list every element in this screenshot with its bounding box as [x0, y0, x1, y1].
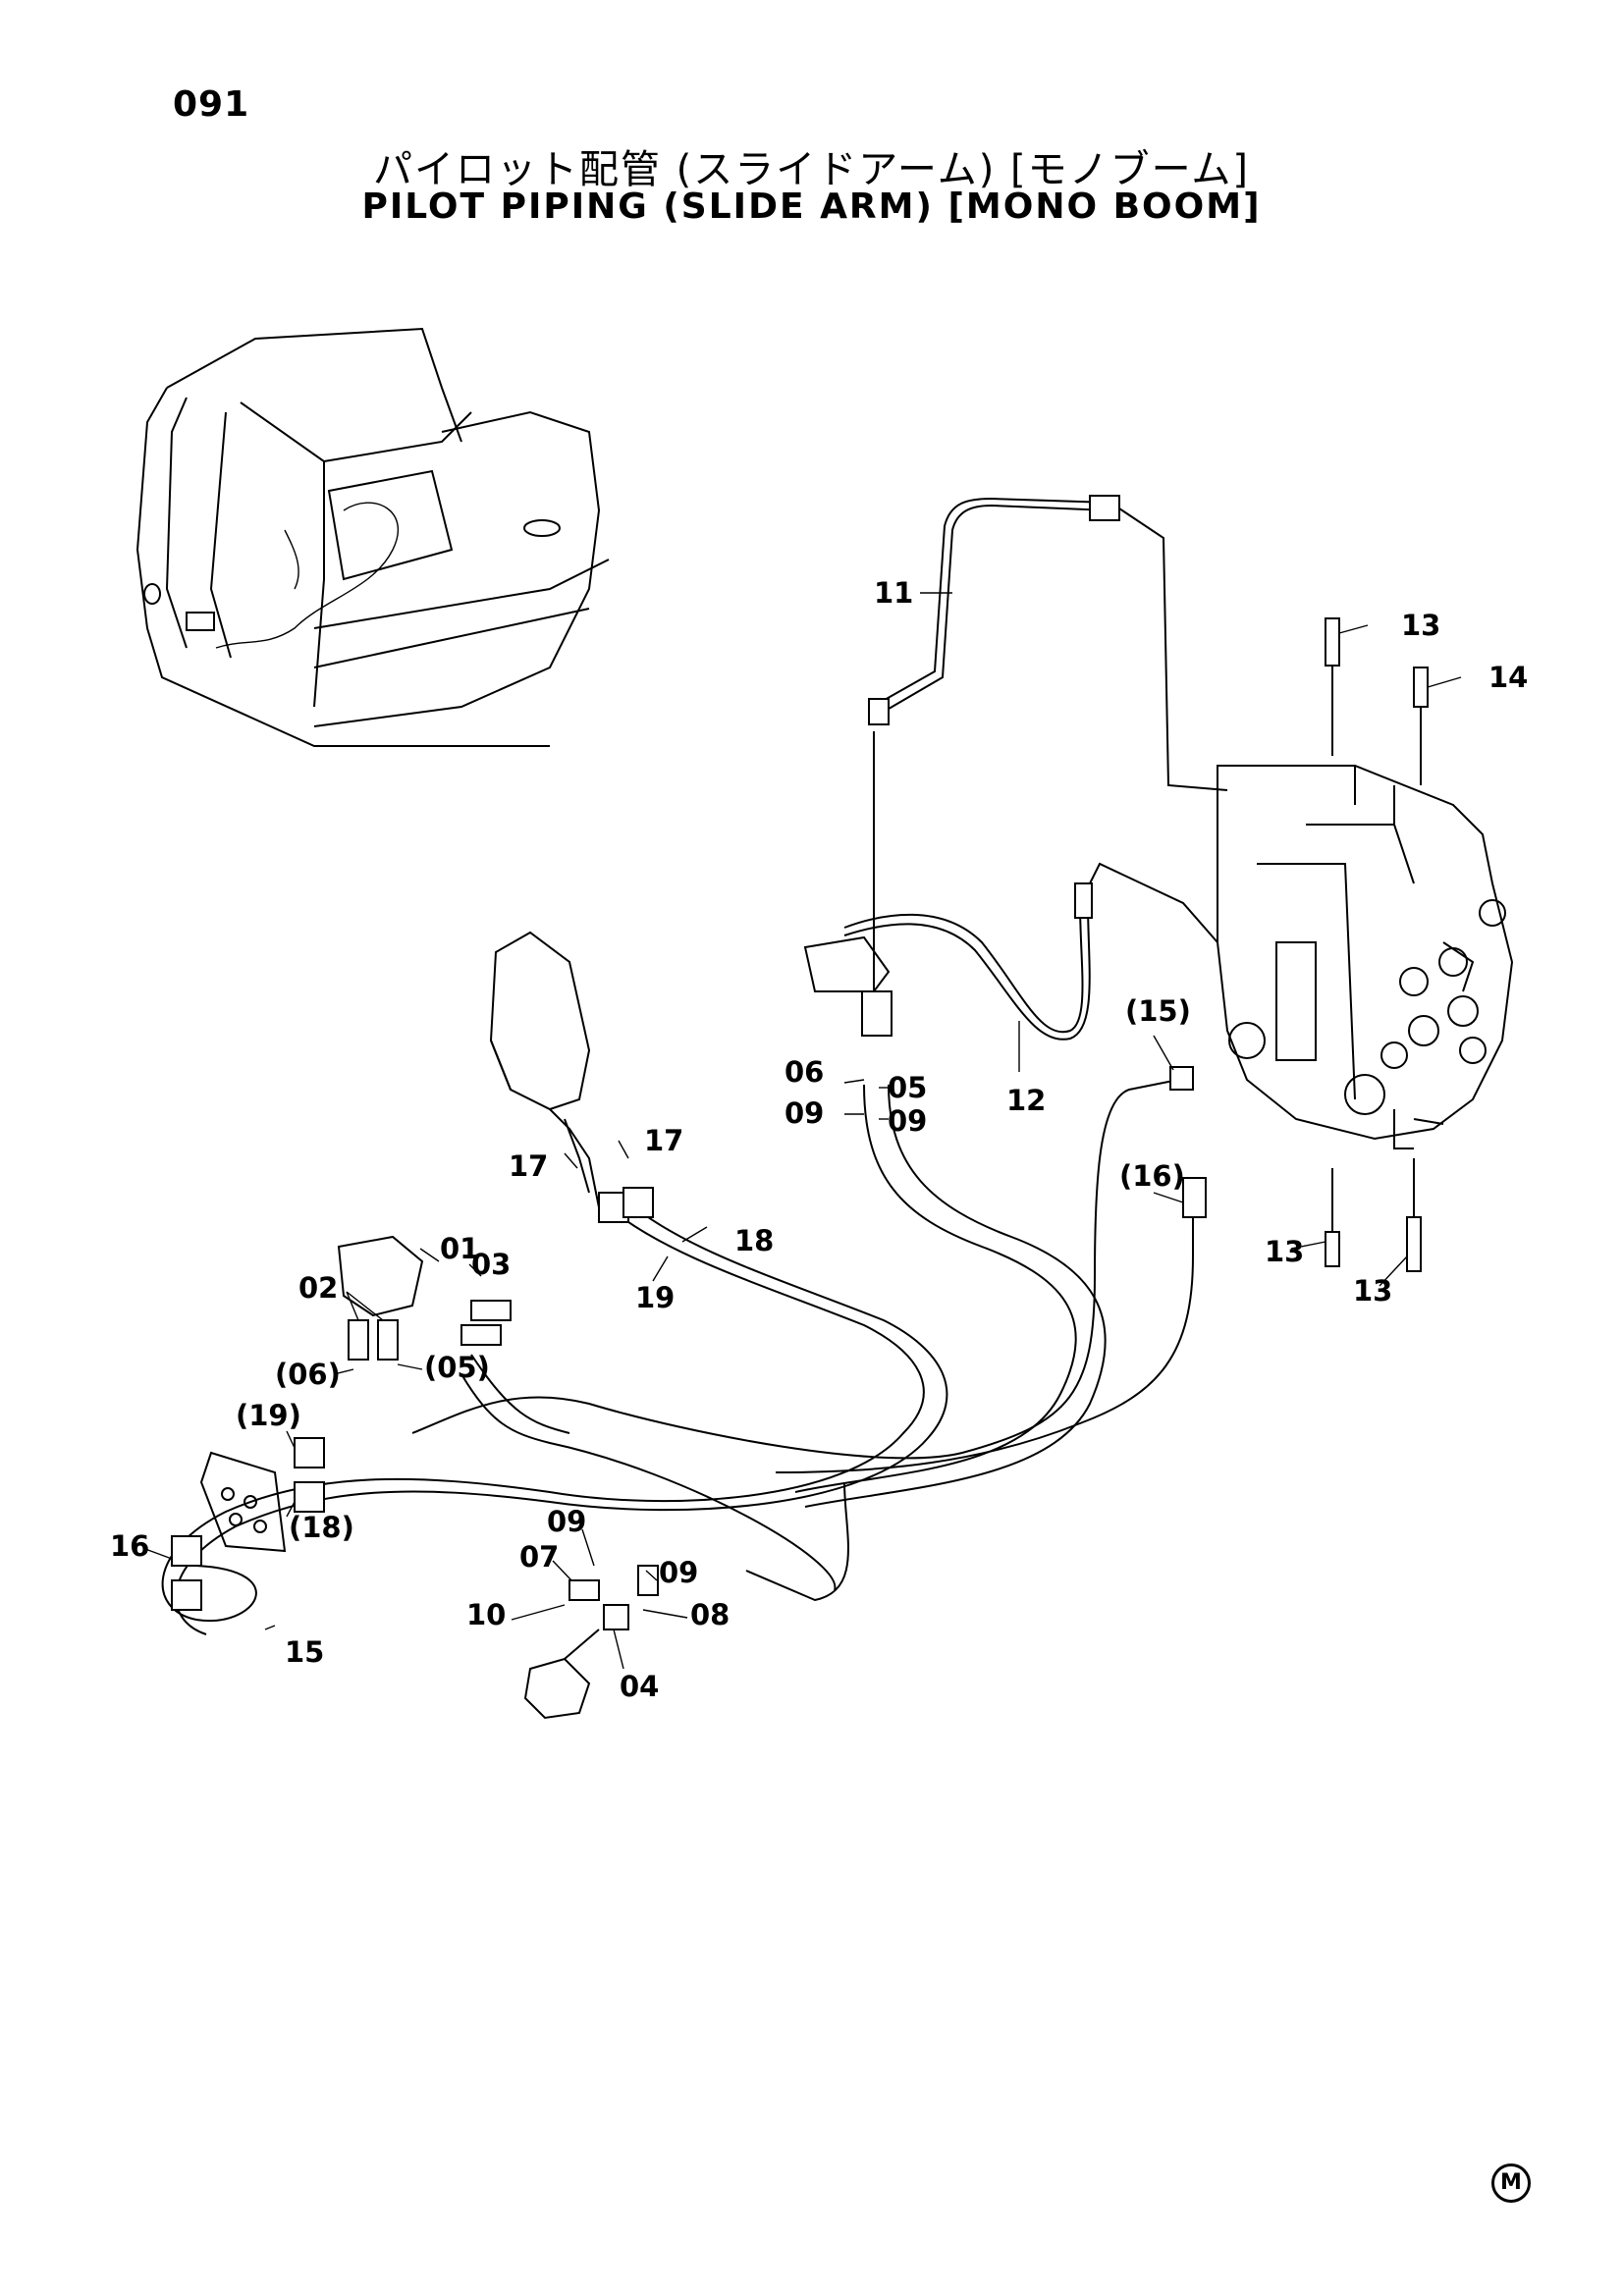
label-part-09-lower-right: 09 [659, 1556, 698, 1589]
label-part-15: 15 [285, 1635, 324, 1669]
label-part-16-ref: (16) [1119, 1159, 1185, 1193]
label-part-17-right: 17 [644, 1124, 683, 1157]
label-part-19: 19 [635, 1281, 675, 1314]
label-part-03: 03 [471, 1248, 511, 1281]
label-part-05: 05 [888, 1071, 927, 1104]
label-part-13-bottom: 13 [1353, 1274, 1392, 1308]
label-part-06-ref: (06) [275, 1358, 341, 1391]
title-english: PILOT PIPING (SLIDE ARM) [MONO BOOM] [361, 187, 1262, 227]
manufacturer-mark: M [1491, 2163, 1531, 2203]
label-part-09-lower-left: 09 [547, 1505, 586, 1538]
label-part-13-mid: 13 [1265, 1235, 1304, 1268]
plug-fittings [1325, 617, 1429, 1272]
excavator-overview-illustration [135, 327, 610, 747]
label-part-08: 08 [690, 1598, 730, 1631]
pilot-valves [199, 931, 891, 1720]
label-part-07: 07 [519, 1540, 559, 1574]
label-part-19-ref: (19) [236, 1399, 301, 1432]
label-part-18-ref: (18) [289, 1511, 354, 1544]
label-part-17-left: 17 [509, 1149, 548, 1183]
control-valve-assembly [1217, 765, 1514, 1149]
label-part-06: 06 [784, 1055, 824, 1089]
label-part-09-left: 09 [784, 1096, 824, 1130]
page-number: 091 [173, 84, 250, 125]
label-part-13-top: 13 [1401, 609, 1440, 642]
label-part-04: 04 [620, 1670, 659, 1703]
label-part-09-right: 09 [888, 1104, 927, 1138]
label-part-12: 12 [1006, 1084, 1046, 1117]
label-part-01: 01 [440, 1232, 479, 1265]
leader-lines [144, 592, 1462, 1670]
label-part-18: 18 [734, 1224, 774, 1257]
label-part-15-ref: (15) [1125, 994, 1191, 1028]
label-part-14: 14 [1488, 661, 1528, 694]
label-part-11: 11 [874, 576, 913, 610]
label-part-02: 02 [298, 1271, 338, 1305]
label-part-16: 16 [110, 1529, 149, 1563]
title-japanese: パイロット配管 (スライドアーム) [モノブーム] [372, 147, 1251, 192]
label-part-05-ref: (05) [424, 1351, 490, 1384]
label-part-10: 10 [466, 1598, 506, 1631]
